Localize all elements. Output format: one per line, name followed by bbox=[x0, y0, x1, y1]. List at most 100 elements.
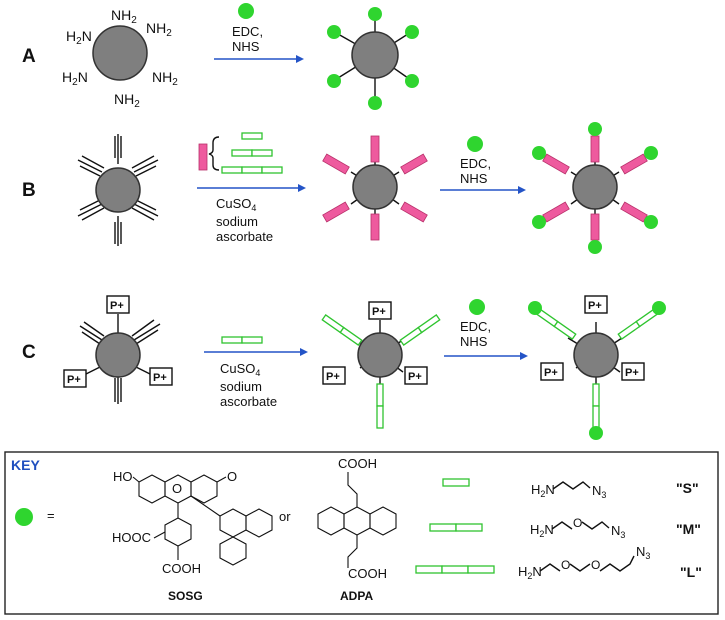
sosg-carboxyl-2: COOH bbox=[162, 561, 201, 576]
linker-l-code: "L" bbox=[680, 564, 702, 580]
cation-box bbox=[621, 362, 645, 381]
linker-m-icon bbox=[241, 336, 263, 344]
reaction-arrow-c2: EDC,NHS bbox=[444, 299, 528, 360]
arrow-head bbox=[520, 352, 528, 360]
arrow-head bbox=[518, 186, 526, 194]
dye-icon bbox=[327, 25, 341, 39]
linker-m-icon bbox=[429, 523, 457, 532]
linker-m-icon bbox=[417, 314, 441, 334]
linker-m-icon bbox=[592, 383, 600, 407]
amine-nanoparticle: NH2 H2N NH2 H2N NH2 NH2 bbox=[62, 7, 178, 110]
nanoparticle-core bbox=[357, 332, 403, 378]
linker-l-icon bbox=[441, 565, 469, 574]
adpa-structure: COOH COOH ADPA bbox=[317, 456, 397, 603]
dye-nanoparticle-a bbox=[327, 7, 419, 110]
cation-box bbox=[540, 362, 564, 381]
dye-green-nanoparticle: P+ P+ P+ bbox=[528, 295, 666, 440]
amine-label: NH2 bbox=[111, 7, 137, 26]
svg-text:O: O bbox=[591, 558, 600, 572]
dye-icon bbox=[15, 508, 33, 526]
mixed-nanoparticle: P+ P+ P+ bbox=[63, 295, 173, 404]
linker-s-formula: H2N N3 bbox=[531, 481, 606, 500]
amine-label: NH2 bbox=[152, 69, 178, 88]
linker-legend: H2N N3 H2N O N3 H2N O O N3 "S" "M" "L" bbox=[415, 478, 702, 581]
linker-options bbox=[198, 132, 283, 174]
linker-m-icon bbox=[399, 326, 423, 346]
linker-l-icon bbox=[467, 565, 495, 574]
pink-linker-icon bbox=[322, 201, 350, 223]
amine-label: H2N bbox=[62, 69, 88, 88]
linker-m-icon bbox=[221, 336, 243, 344]
dye-icon bbox=[405, 74, 419, 88]
linker-l-icon bbox=[241, 166, 263, 174]
pink-linker-nanoparticle bbox=[322, 135, 428, 241]
cation-box bbox=[149, 367, 173, 386]
equals-sign: = bbox=[47, 508, 55, 523]
key-title: KEY bbox=[11, 457, 40, 473]
pink-linker-icon bbox=[400, 201, 428, 223]
reagent-label-a: EDC,NHS bbox=[232, 24, 263, 54]
nanoparticle-core bbox=[573, 332, 619, 378]
row-a: A NH2 H2N NH2 H2N NH2 NH2 EDC,NHS bbox=[22, 3, 419, 110]
sosg-ring-oxygen: O bbox=[172, 481, 182, 496]
sosg-name: SOSG bbox=[168, 589, 203, 603]
cation-box bbox=[404, 366, 428, 385]
reaction-arrow-b2: EDC,NHS bbox=[440, 136, 526, 194]
arrow-head bbox=[300, 348, 308, 356]
nanoparticle-core bbox=[572, 164, 618, 210]
linker-m-icon bbox=[339, 326, 363, 346]
pink-linker-icon bbox=[322, 153, 350, 175]
amine-label: H2N bbox=[66, 28, 92, 47]
dye-icon bbox=[588, 122, 602, 136]
pink-linker-icon bbox=[620, 153, 648, 175]
cation-label: P+ bbox=[153, 372, 167, 384]
svg-text:O: O bbox=[561, 558, 570, 572]
dye-icon bbox=[405, 25, 419, 39]
green-linker-nanoparticle: P+ P+ P+ bbox=[321, 301, 441, 429]
linker-m-code: "M" bbox=[676, 521, 701, 537]
nanoparticle-core bbox=[351, 31, 399, 79]
linker-m-icon bbox=[231, 149, 253, 157]
dye-icon bbox=[238, 3, 254, 19]
linker-l-icon bbox=[221, 166, 243, 174]
cation-box bbox=[584, 295, 608, 314]
sosg-ketone: O bbox=[227, 469, 237, 484]
arrow-head bbox=[296, 55, 304, 63]
key-panel: KEY = HO O O HOOC COOH SOSG or bbox=[4, 451, 719, 615]
row-b-label: B bbox=[22, 180, 36, 201]
pink-linker-icon bbox=[620, 201, 648, 223]
reagent-label-c2: EDC,NHS bbox=[460, 319, 491, 349]
adpa-carboxyl-2: COOH bbox=[348, 566, 387, 581]
cation-box bbox=[322, 366, 346, 385]
dye-icon bbox=[589, 426, 603, 440]
dye-icon bbox=[368, 96, 382, 110]
linker-m-icon bbox=[553, 320, 577, 340]
pink-linker-icon bbox=[400, 153, 428, 175]
adpa-carboxyl-1: COOH bbox=[338, 456, 377, 471]
cation-label: P+ bbox=[544, 367, 558, 379]
svg-text:O: O bbox=[573, 516, 582, 530]
or-text: or bbox=[279, 509, 291, 524]
cation-label: P+ bbox=[110, 300, 124, 312]
nanoparticle-core bbox=[92, 25, 148, 81]
svg-text:H2N: H2N bbox=[518, 564, 542, 581]
linker-l-icon bbox=[415, 565, 443, 574]
sosg-structure: HO O O HOOC COOH SOSG bbox=[112, 469, 273, 603]
sosg-carboxyl-1: HOOC bbox=[112, 530, 151, 545]
dye-icon bbox=[588, 240, 602, 254]
linker-s-code: "S" bbox=[676, 480, 699, 496]
pink-linker-icon bbox=[370, 213, 380, 241]
dye-icon bbox=[467, 136, 483, 152]
pink-linker-icon bbox=[590, 135, 600, 163]
dye-icon bbox=[644, 146, 658, 160]
dye-pink-nanoparticle bbox=[532, 122, 658, 254]
nanoparticle-core bbox=[352, 164, 398, 210]
linker-m-icon bbox=[617, 320, 641, 340]
cation-label: P+ bbox=[408, 371, 422, 383]
cation-box bbox=[368, 301, 392, 320]
linker-m-icon bbox=[455, 523, 483, 532]
pink-linker-icon bbox=[542, 201, 570, 223]
